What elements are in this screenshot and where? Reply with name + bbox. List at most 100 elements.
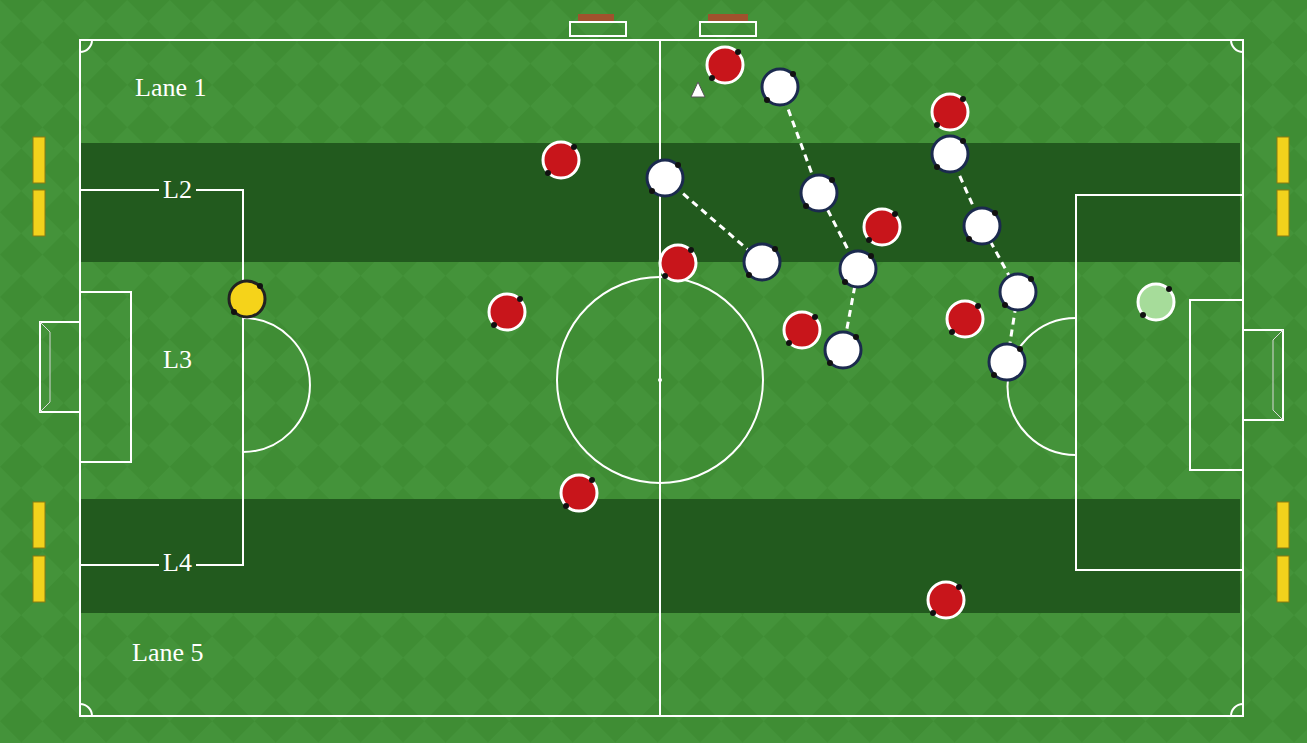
red-player (660, 245, 696, 281)
white-player-body (801, 175, 837, 211)
white-player-foot (790, 71, 796, 77)
green-keeper-foot (1140, 312, 1146, 318)
red-player (543, 142, 579, 178)
goal-net (40, 322, 50, 412)
red-player (928, 582, 964, 618)
red-player-foot (930, 610, 936, 616)
red-player-body (928, 582, 964, 618)
white-player-foot (1002, 302, 1008, 308)
corner-arc (1231, 40, 1243, 52)
red-player-foot (662, 273, 668, 279)
white-player-body (744, 244, 780, 280)
red-player-foot (563, 503, 569, 509)
red-player (864, 209, 900, 245)
lane-label: Lane 1 (135, 73, 206, 103)
red-player-body (947, 301, 983, 337)
red-player-body (489, 294, 525, 330)
red-player-foot (786, 340, 792, 346)
white-player-body (1000, 274, 1036, 310)
white-player-body (932, 136, 968, 172)
white-player (989, 344, 1025, 380)
white-player-foot (992, 210, 998, 216)
red-player (489, 294, 525, 330)
white-player-foot (842, 279, 848, 285)
side-board (1277, 556, 1289, 602)
white-player-foot (868, 253, 874, 259)
defensive-line (780, 87, 858, 350)
red-player (561, 475, 597, 511)
white-player-foot (1028, 276, 1034, 282)
green-keeper-foot (1166, 286, 1172, 292)
red-player (947, 301, 983, 337)
white-player-foot (827, 360, 833, 366)
white-player (744, 244, 780, 280)
white-player (825, 332, 861, 368)
yellow-keeper-foot (231, 309, 237, 315)
white-player-body (825, 332, 861, 368)
white-player-foot (649, 188, 655, 194)
white-player-foot (960, 138, 966, 144)
bench (708, 14, 748, 22)
lane-label: L4 (159, 548, 196, 578)
center-circle (557, 277, 763, 483)
goal-box (1190, 300, 1243, 470)
red-player-foot (517, 296, 523, 302)
white-player-foot (746, 272, 752, 278)
white-player-foot (764, 97, 770, 103)
white-player-foot (772, 246, 778, 252)
red-player-foot (571, 144, 577, 150)
red-player-foot (589, 477, 595, 483)
white-player (932, 136, 968, 172)
red-player-body (932, 94, 968, 130)
goal (1243, 330, 1283, 420)
red-player-foot (949, 329, 955, 335)
white-player (762, 69, 798, 105)
red-player-foot (975, 303, 981, 309)
yellow-keeper (229, 281, 265, 317)
white-player-foot (1017, 346, 1023, 352)
lane-label: L3 (163, 345, 192, 375)
white-player-foot (966, 236, 972, 242)
goal-box (80, 292, 131, 462)
white-player-body (964, 208, 1000, 244)
penalty-arc (243, 318, 310, 452)
red-player-foot (709, 75, 715, 81)
white-player (964, 208, 1000, 244)
red-player-body (660, 245, 696, 281)
green-keeper-body (1138, 284, 1174, 320)
corner-arc (1231, 704, 1243, 716)
red-player-foot (956, 584, 962, 590)
red-player-foot (892, 211, 898, 217)
penalty-arc (1008, 318, 1077, 455)
red-player (932, 94, 968, 130)
side-board (33, 190, 45, 236)
white-player-body (762, 69, 798, 105)
white-player (801, 175, 837, 211)
side-board (1277, 190, 1289, 236)
yellow-keeper-body (229, 281, 265, 317)
bench-area (570, 22, 626, 36)
white-player-foot (829, 177, 835, 183)
white-player-foot (803, 203, 809, 209)
red-player-body (707, 47, 743, 83)
lane-label-holder: Lane 5 (132, 638, 203, 668)
side-board (1277, 502, 1289, 548)
halfway-line (659, 40, 661, 716)
white-player (1000, 274, 1036, 310)
lane-label: Lane 5 (132, 638, 203, 668)
penalty-box (80, 190, 243, 565)
white-player-body (840, 251, 876, 287)
goal (40, 322, 80, 412)
red-player-body (864, 209, 900, 245)
red-player-foot (735, 49, 741, 55)
red-player-foot (960, 96, 966, 102)
corner-arc (80, 704, 92, 716)
side-board (33, 556, 45, 602)
white-player-foot (675, 162, 681, 168)
red-player-foot (812, 314, 818, 320)
red-player (784, 312, 820, 348)
lane-label-holder: L3 (163, 345, 192, 375)
green-keeper (1138, 284, 1174, 320)
